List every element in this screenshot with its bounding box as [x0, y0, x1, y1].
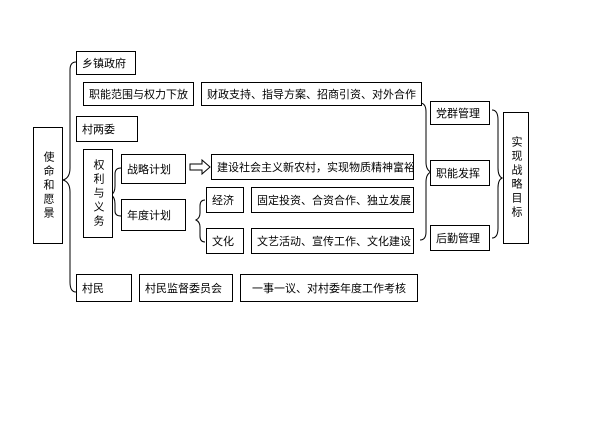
review-label: 一事一议、对村委年度工作考核 — [252, 281, 406, 295]
goal-brace — [491, 109, 504, 239]
township-government-box: 乡镇政府 — [76, 51, 136, 75]
party-management-label: 党群管理 — [436, 106, 480, 120]
township-label: 乡镇政府 — [82, 56, 126, 70]
culture-tasks-label: 文艺活动、宣传工作、文化建设 — [257, 234, 411, 248]
mission-vision-box: 使命和愿景 — [33, 127, 63, 244]
culture-box: 文化 — [206, 228, 244, 254]
function-box: 职能发挥 — [430, 160, 490, 186]
villagers-label: 村民 — [82, 281, 104, 295]
annual-plan-label: 年度计划 — [127, 208, 171, 222]
left-brace — [61, 61, 77, 293]
scope-power-box: 职能范围与权力下放 — [83, 82, 194, 106]
culture-tasks-box: 文艺活动、宣传工作、文化建设 — [251, 228, 414, 254]
goal-arrow — [189, 158, 211, 176]
economy-tasks-box: 固定投资、合资合作、独立发展 — [251, 187, 414, 213]
support-box: 财政支持、指导方案、招商引资、对外合作 — [201, 82, 422, 106]
function-label: 职能发挥 — [436, 166, 480, 180]
annual-brace — [194, 199, 206, 243]
strategic-plan-label: 战略计划 — [127, 162, 171, 176]
scope-label: 职能范围与权力下放 — [89, 87, 188, 101]
supervision-committee-box: 村民监督委员会 — [139, 274, 233, 302]
culture-label: 文化 — [212, 234, 234, 248]
goal-label: 建设社会主义新农村，实现物质精神富裕 — [217, 160, 414, 174]
mission-vision-label: 使命和愿景 — [42, 150, 55, 221]
party-management-box: 党群管理 — [430, 101, 490, 125]
rights-duties-box: 权利与义务 — [83, 149, 113, 238]
review-box: 一事一议、对村委年度工作考核 — [240, 274, 418, 302]
strategic-goal-label: 实现战略目标 — [510, 136, 523, 220]
rights-duties-label: 权利与义务 — [92, 158, 105, 229]
logistics-label: 后勤管理 — [436, 231, 480, 245]
strategic-plan-box: 战略计划 — [121, 154, 186, 184]
logistics-management-box: 后勤管理 — [430, 225, 490, 251]
goal-box: 建设社会主义新农村，实现物质精神富裕 — [211, 154, 414, 180]
supervision-label: 村民监督委员会 — [145, 281, 222, 295]
villagers-box: 村民 — [76, 274, 132, 302]
economy-box: 经济 — [206, 187, 244, 213]
economy-tasks-label: 固定投资、合资合作、独立发展 — [257, 193, 411, 207]
two-committees-label: 村两委 — [82, 122, 115, 136]
support-label: 财政支持、指导方案、招商引资、对外合作 — [207, 87, 416, 101]
two-committees-box: 村两委 — [76, 116, 138, 142]
annual-plan-box: 年度计划 — [121, 199, 186, 231]
economy-label: 经济 — [212, 193, 234, 207]
strategic-goal-box: 实现战略目标 — [503, 112, 529, 244]
